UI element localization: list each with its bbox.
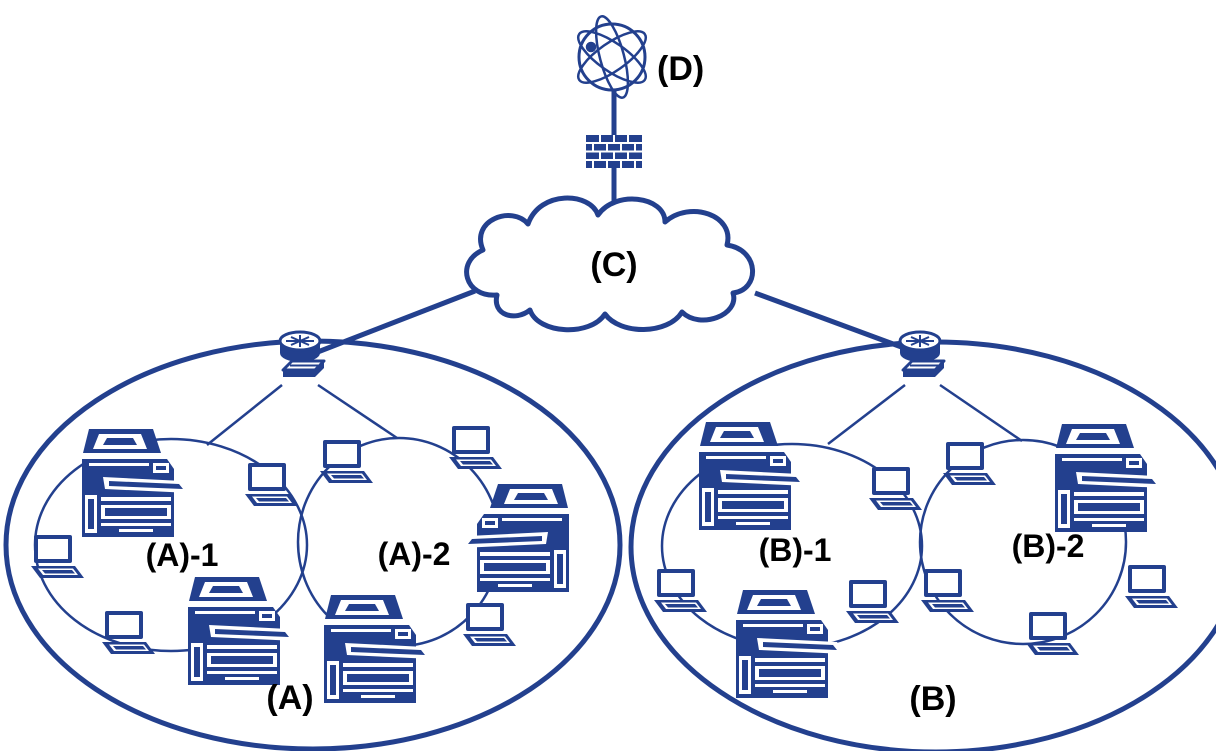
printer-icon	[460, 484, 569, 592]
laptop-icon	[31, 535, 84, 578]
laptop-icon	[921, 569, 974, 612]
laptop-icon	[463, 603, 516, 646]
printer-icon	[188, 577, 297, 685]
router-icon	[278, 330, 326, 379]
printer-icon	[736, 590, 845, 698]
subnet-b1-label: (B)-1	[759, 532, 832, 568]
globe-icon	[577, 15, 647, 99]
subnet-links	[206, 383, 1023, 446]
printer-icon	[82, 429, 191, 537]
subnet-b2-circle	[918, 438, 1128, 646]
laptop-icon	[449, 426, 502, 469]
laptop-icon	[102, 611, 155, 654]
network-a-label: (A)	[266, 679, 313, 717]
cloud-label: (C)	[590, 246, 637, 284]
subnet-a2-label: (A)-2	[378, 536, 451, 572]
router-icon	[898, 330, 946, 379]
laptop-icon	[846, 580, 899, 623]
printer-icon	[699, 422, 808, 530]
laptop-icon	[245, 463, 298, 506]
laptop-icon	[1125, 565, 1178, 608]
printer-icon	[1055, 424, 1164, 532]
laptop-icon	[943, 442, 996, 485]
laptop-icon	[869, 467, 922, 510]
network-b-label: (B)	[909, 680, 956, 718]
subnet-b2-label: (B)-2	[1012, 528, 1085, 564]
subnet-a1-label: (A)-1	[146, 537, 219, 573]
firewall-icon	[586, 135, 642, 168]
laptop-icon	[654, 569, 707, 612]
laptop-icon	[320, 440, 373, 483]
printer-icon	[324, 595, 433, 703]
cloud-icon	[464, 195, 756, 333]
internet-label: (D)	[657, 50, 704, 88]
